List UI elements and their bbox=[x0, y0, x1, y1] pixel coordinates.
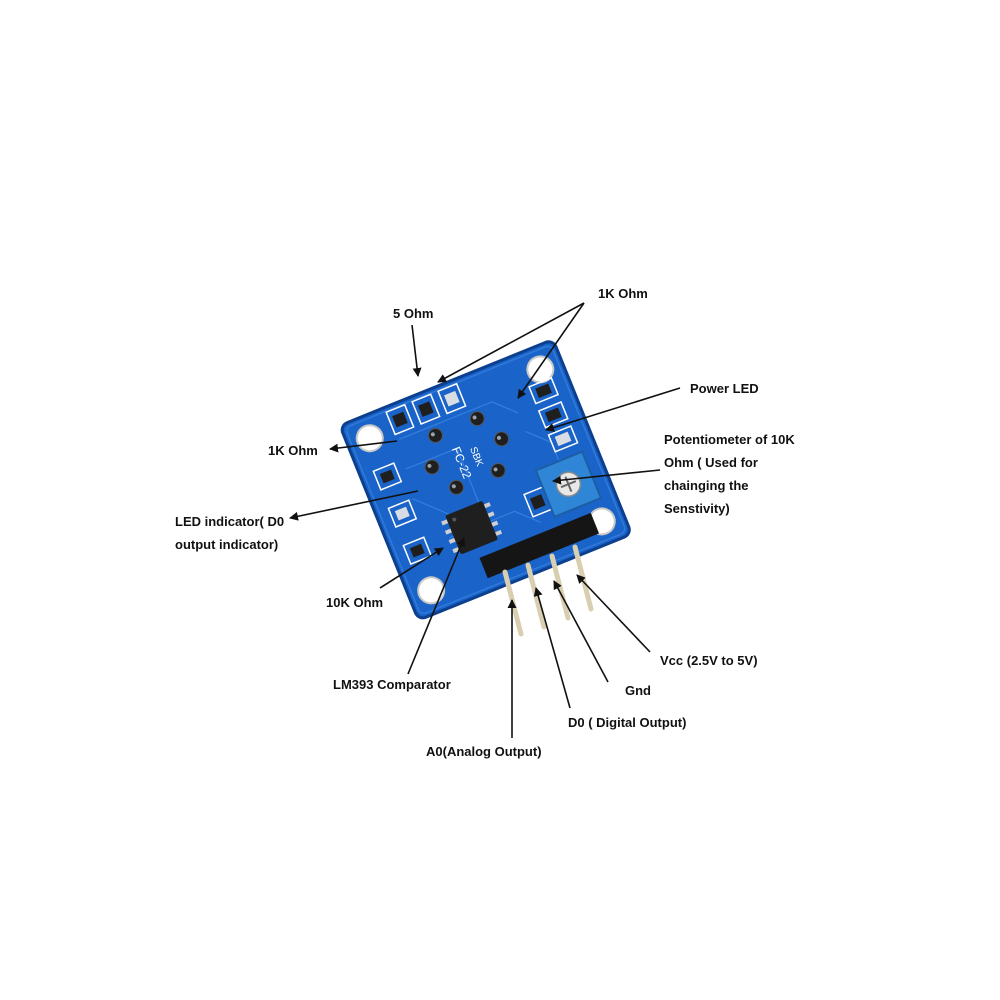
smd-10k-ohm bbox=[402, 536, 433, 566]
annotation-arrows bbox=[289, 302, 681, 738]
arrow-vcc bbox=[576, 574, 651, 653]
smd-1k-ohm-left bbox=[372, 462, 403, 491]
label-d0: D0 ( Digital Output) bbox=[568, 715, 687, 730]
label-vcc: Vcc (2.5V to 5V) bbox=[660, 653, 758, 668]
label-led-indicator: LED indicator( D0 output indicator) bbox=[175, 514, 285, 552]
mounting-hole bbox=[417, 576, 446, 605]
smd-1k-ohm-right bbox=[528, 376, 569, 429]
arrow-10k-ohm bbox=[379, 547, 444, 589]
label-a0: A0(Analog Output) bbox=[426, 744, 542, 759]
smd-led-indicator bbox=[387, 499, 418, 528]
label-comparator: LM393 Comparator bbox=[333, 677, 451, 692]
arrow-potentiometer bbox=[552, 469, 661, 485]
label-10k-ohm: 10K Ohm bbox=[326, 595, 384, 610]
arrow-led-indicator bbox=[289, 490, 419, 521]
sensor-pins bbox=[424, 411, 510, 495]
label-1k-ohm-top: 1K Ohm bbox=[598, 286, 648, 301]
arrow-comparator bbox=[407, 537, 466, 675]
smd-5-ohm-resistor bbox=[385, 403, 415, 436]
arrow-power-led bbox=[545, 387, 681, 432]
label-power-led: Power LED bbox=[690, 381, 759, 396]
smd-power-led bbox=[547, 425, 579, 453]
arrow-5-ohm bbox=[411, 324, 422, 377]
label-potentiometer: Potentiometer of 10K Ohm ( Used for chai… bbox=[664, 432, 795, 516]
label-5-ohm: 5 Ohm bbox=[393, 306, 434, 321]
arrow-1k-ohm-top-b bbox=[517, 302, 585, 399]
arrow-d0 bbox=[533, 587, 571, 709]
arrow-gnd bbox=[553, 580, 609, 683]
pin-header-base bbox=[479, 512, 600, 579]
arrow-1k-ohm-left bbox=[329, 440, 398, 453]
smd-resistors-top bbox=[411, 382, 467, 425]
label-1k-ohm-left: 1K Ohm bbox=[268, 443, 318, 458]
label-gnd: Gnd bbox=[625, 683, 651, 698]
arrow-1k-ohm-top-a bbox=[437, 302, 585, 383]
